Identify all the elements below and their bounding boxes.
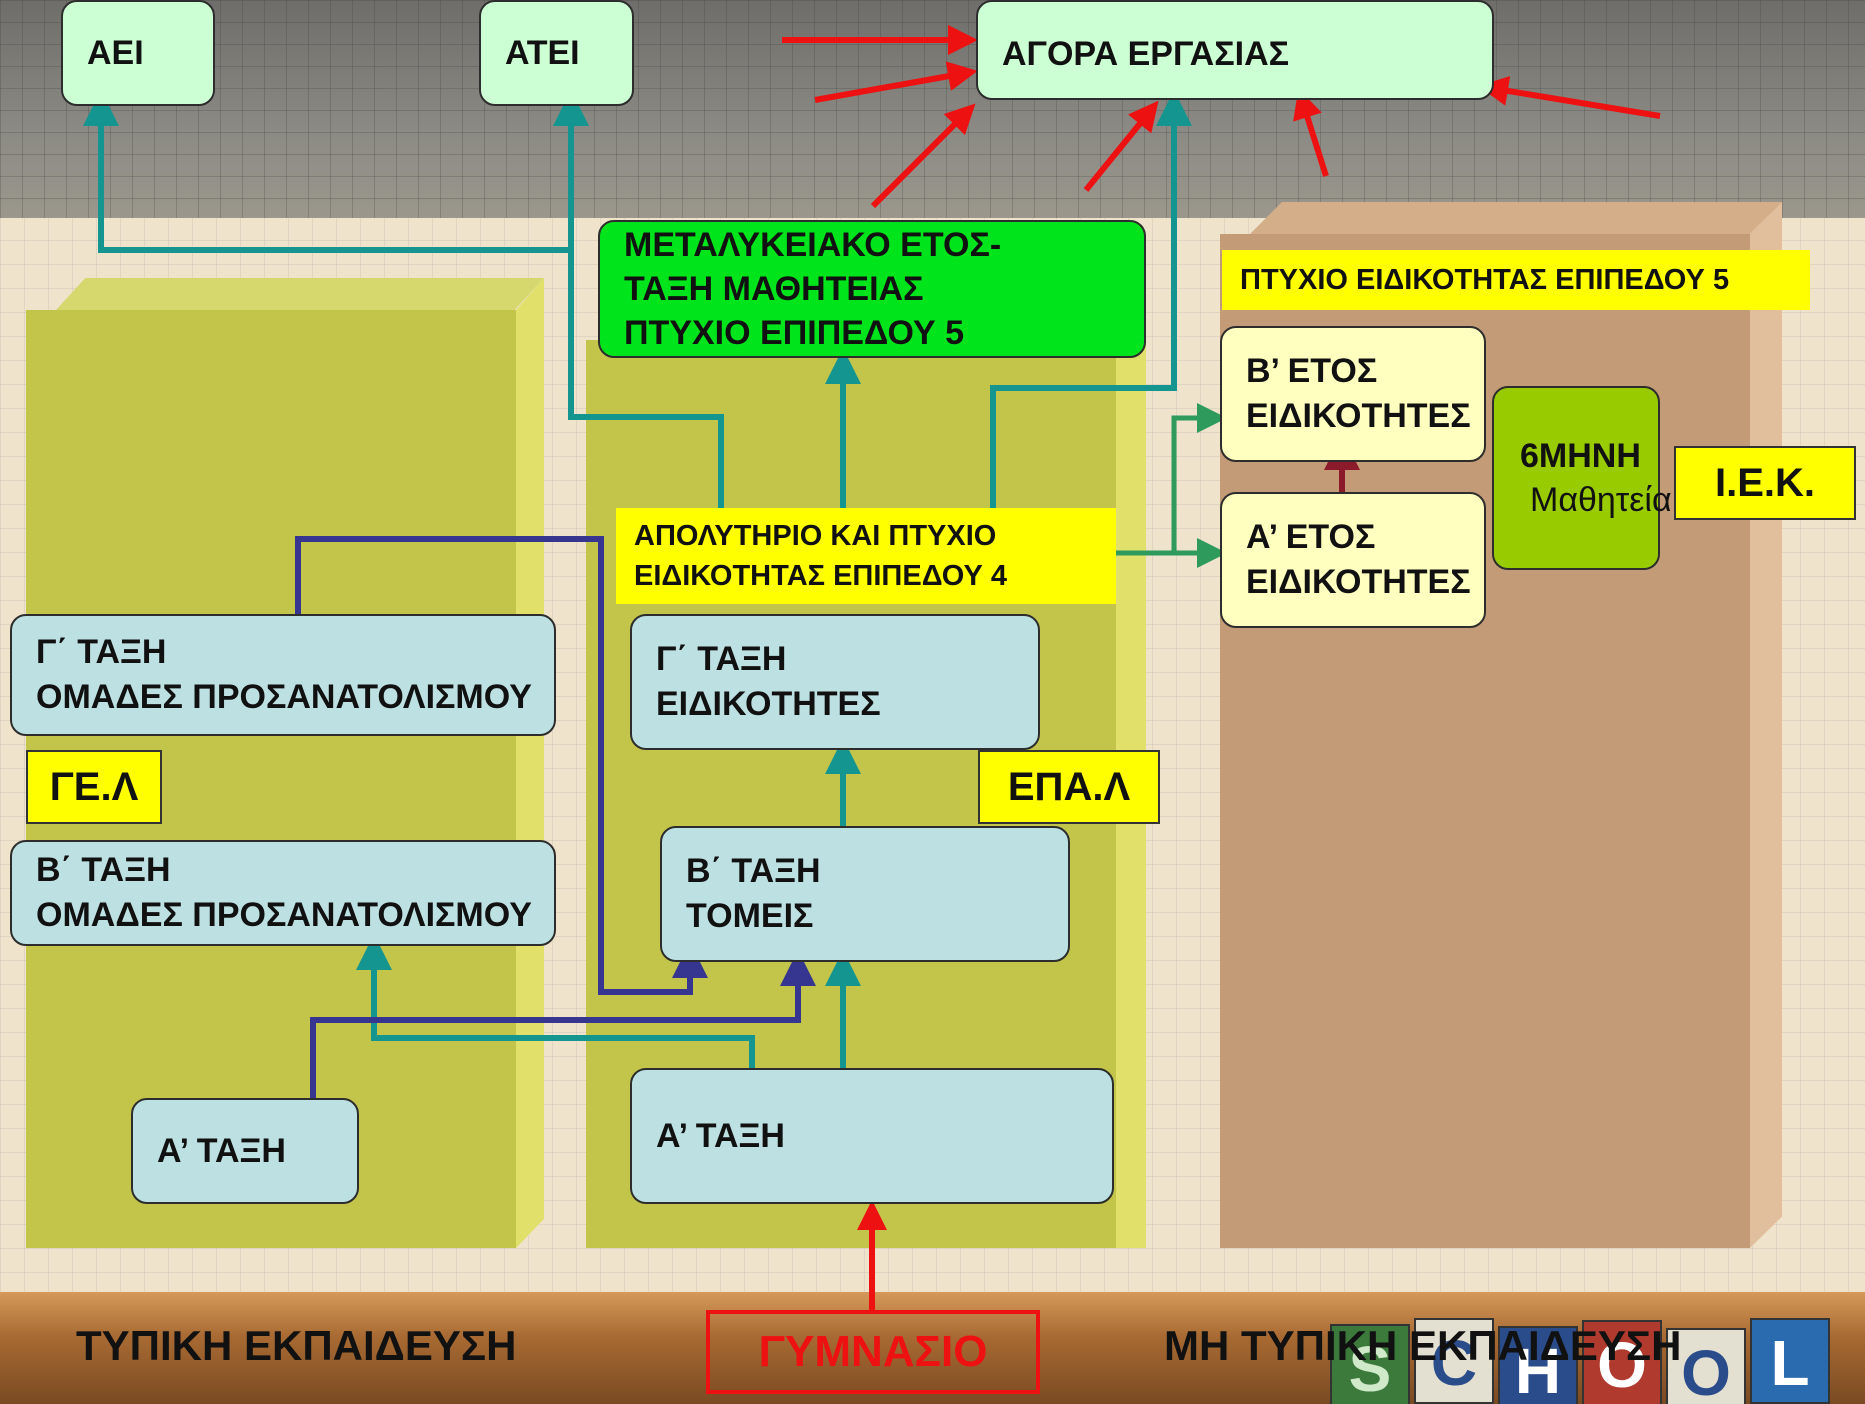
aei-box: ΑΕΙ — [61, 0, 215, 106]
epal-a-taxi-label: Α’ ΤΑΞΗ — [656, 1116, 785, 1155]
epal-b-taxi-line-2: ΤΟΜΕΙΣ — [686, 897, 814, 935]
metalykeiako-line-2: ΤΑΞΗ ΜΑΘΗΤΕΙΑΣ — [624, 270, 924, 308]
iek-a-etos-line-2: ΕΙΔΙΚΟΤΗΤΕΣ — [1246, 563, 1471, 601]
iek-label: Ι.Ε.Κ. — [1674, 446, 1856, 520]
gel-g-taxi-line-1: Γ΄ ΤΑΞΗ — [36, 633, 167, 671]
mathiteia-line-1: 6ΜΗΝΗ — [1520, 437, 1641, 475]
gel-label: ΓΕ.Λ — [26, 750, 162, 824]
iek-ptyxio-label: ΠΤΥΧΙΟ ΕΙΔΙΚΟΤΗΤΑΣ ΕΠΙΠΕΔΟΥ 5 — [1222, 250, 1810, 310]
epal-g-taxi-line-2: ΕΙΔΙΚΟΤΗΤΕΣ — [656, 685, 881, 723]
atei-box: ΑΤΕΙ — [479, 0, 634, 106]
epal-b-taxi-box: Β΄ ΤΑΞΗ ΤΟΜΕΙΣ — [660, 826, 1070, 962]
red-arrow-2 — [814, 61, 978, 103]
gel-b-taxi-line-1: Β΄ ΤΑΞΗ — [36, 851, 171, 889]
decor-block: S — [1330, 1324, 1410, 1404]
gel-g-taxi-box: Γ΄ ΤΑΞΗ ΟΜΑΔΕΣ ΠΡΟΣΑΝΑΤΟΛΙΣΜΟΥ — [10, 614, 556, 736]
agora-ergasias-box: ΑΓΟΡΑ ΕΡΓΑΣΙΑΣ — [976, 0, 1494, 100]
iek-b-etos-line-1: Β’ ΕΤΟΣ — [1246, 352, 1378, 390]
epal-label: ΕΠΑ.Λ — [978, 750, 1160, 824]
gel-a-taxi-box: Α’ ΤΑΞΗ — [131, 1098, 359, 1204]
arrow-epal-a-to-gel-b — [356, 934, 755, 1068]
apolytirio-line-1: ΑΠΟΛΥΤΗΡΙΟ ΚΑΙ ΠΤΥΧΙΟ — [634, 520, 997, 552]
epal-label-text: ΕΠΑ.Λ — [1007, 764, 1131, 809]
gel-b-taxi-box: Β΄ ΤΑΞΗ ΟΜΑΔΕΣ ΠΡΟΣΑΝΑΤΟΛΙΣΜΟΥ — [10, 840, 556, 946]
typiki-ekpaideysi: ΤΥΠΙΚΗ ΕΚΠΑΙΔΕΥΣΗ — [76, 1322, 517, 1369]
apolytirio-line-2: ΕΙΔΙΚΟΤΗΤΑΣ ΕΠΙΠΕΔΟΥ 4 — [634, 560, 1008, 592]
mi-typiki-ekpaideysi: ΜΗ ΤΥΠΙΚΗ ΕΚΠΑΙΔΕΥΣΗ — [1164, 1322, 1682, 1369]
arrow-gel-g-to-epal-b — [295, 536, 708, 995]
arrow-epal-to-agora — [990, 90, 1192, 508]
metalykeiako-line-1: ΜΕΤΑΛΥΚΕΙΑΚΟ ΕΤΟΣ- — [624, 226, 1002, 264]
metalykeiako-box: ΜΕΤΑΛΥΚΕΙΑΚΟ ΕΤΟΣ- ΤΑΞΗ ΜΑΘΗΤΕΙΑΣ ΠΤΥΧΙΟ… — [598, 220, 1146, 358]
decor-block: L — [1750, 1318, 1830, 1404]
decor-block: C — [1414, 1318, 1494, 1404]
iek-a-etos-line-1: Α’ ΕΤΟΣ — [1246, 518, 1376, 556]
atei-label: ΑΤΕΙ — [505, 33, 580, 72]
red-arrow-5 — [1293, 88, 1329, 177]
iek-b-etos-box: Β’ ΕΤΟΣ ΕΙΔΙΚΟΤΗΤΕΣ — [1220, 326, 1486, 462]
gel-a-taxi-label: Α’ ΤΑΞΗ — [157, 1131, 286, 1170]
gel-g-taxi-line-2: ΟΜΑΔΕΣ ΠΡΟΣΑΝΑΤΟΛΙΣΜΟΥ — [36, 678, 532, 716]
metalykeiako-line-3: ΠΤΥΧΙΟ ΕΠΙΠΕΔΟΥ 5 — [624, 314, 964, 352]
gymnasio-box: ΓΥΜΝΑΣΙΟ — [706, 1310, 1040, 1394]
arrow-to-iek-b-etos — [1171, 403, 1227, 553]
red-arrow-4 — [1083, 100, 1159, 192]
gel-b-taxi-line-2: ΟΜΑΔΕΣ ΠΡΟΣΑΝΑΤΟΛΙΣΜΟΥ — [36, 896, 532, 934]
gel-label-text: ΓΕ.Λ — [49, 764, 139, 809]
mathiteia-line-2: Μαθητεία — [1530, 481, 1672, 519]
iek-b-etos-line-2: ΕΙΔΙΚΟΤΗΤΕΣ — [1246, 397, 1471, 435]
iek-mathiteia-box: 6ΜΗΝΗ Μαθητεία — [1492, 386, 1672, 570]
epal-a-taxi-box: Α’ ΤΑΞΗ — [630, 1068, 1114, 1204]
iek-a-etos-box: Α’ ΕΤΟΣ ΕΙΔΙΚΟΤΗΤΕΣ — [1220, 492, 1486, 628]
arrow-to-aei — [83, 90, 570, 253]
arrow-gel-a-to-epal-b — [310, 950, 816, 1098]
gymnasio-label: ΓΥΜΝΑΣΙΟ — [758, 1327, 988, 1376]
red-arrow-6 — [1478, 76, 1661, 119]
apolytirio-label: ΑΠΟΛΥΤΗΡΙΟ ΚΑΙ ΠΤΥΧΙΟ ΕΙΔΙΚΟΤΗΤΑΣ ΕΠΙΠΕΔ… — [616, 508, 1116, 604]
decor-block: O — [1582, 1320, 1662, 1404]
agora-ergasias-label: ΑΓΟΡΑ ΕΡΓΑΣΙΑΣ — [1002, 35, 1290, 73]
decor-block: H — [1498, 1326, 1578, 1404]
epal-g-taxi-line-1: Γ΄ ΤΑΞΗ — [656, 640, 787, 678]
red-arrow-3 — [870, 103, 976, 209]
arrow-to-atei — [553, 90, 724, 508]
gel-column — [26, 278, 544, 1248]
iek-label-text: Ι.Ε.Κ. — [1714, 460, 1816, 505]
epal-g-taxi-box: Γ΄ ΤΑΞΗ ΕΙΔΙΚΟΤΗΤΕΣ — [630, 614, 1040, 750]
iek-ptyxio-text: ΠΤΥΧΙΟ ΕΙΔΙΚΟΤΗΤΑΣ ΕΠΙΠΕΔΟΥ 5 — [1240, 263, 1730, 296]
top-background — [0, 0, 1865, 218]
decor-block: O — [1666, 1328, 1746, 1404]
epal-b-taxi-line-1: Β΄ ΤΑΞΗ — [686, 852, 821, 890]
aei-label: ΑΕΙ — [87, 33, 144, 72]
